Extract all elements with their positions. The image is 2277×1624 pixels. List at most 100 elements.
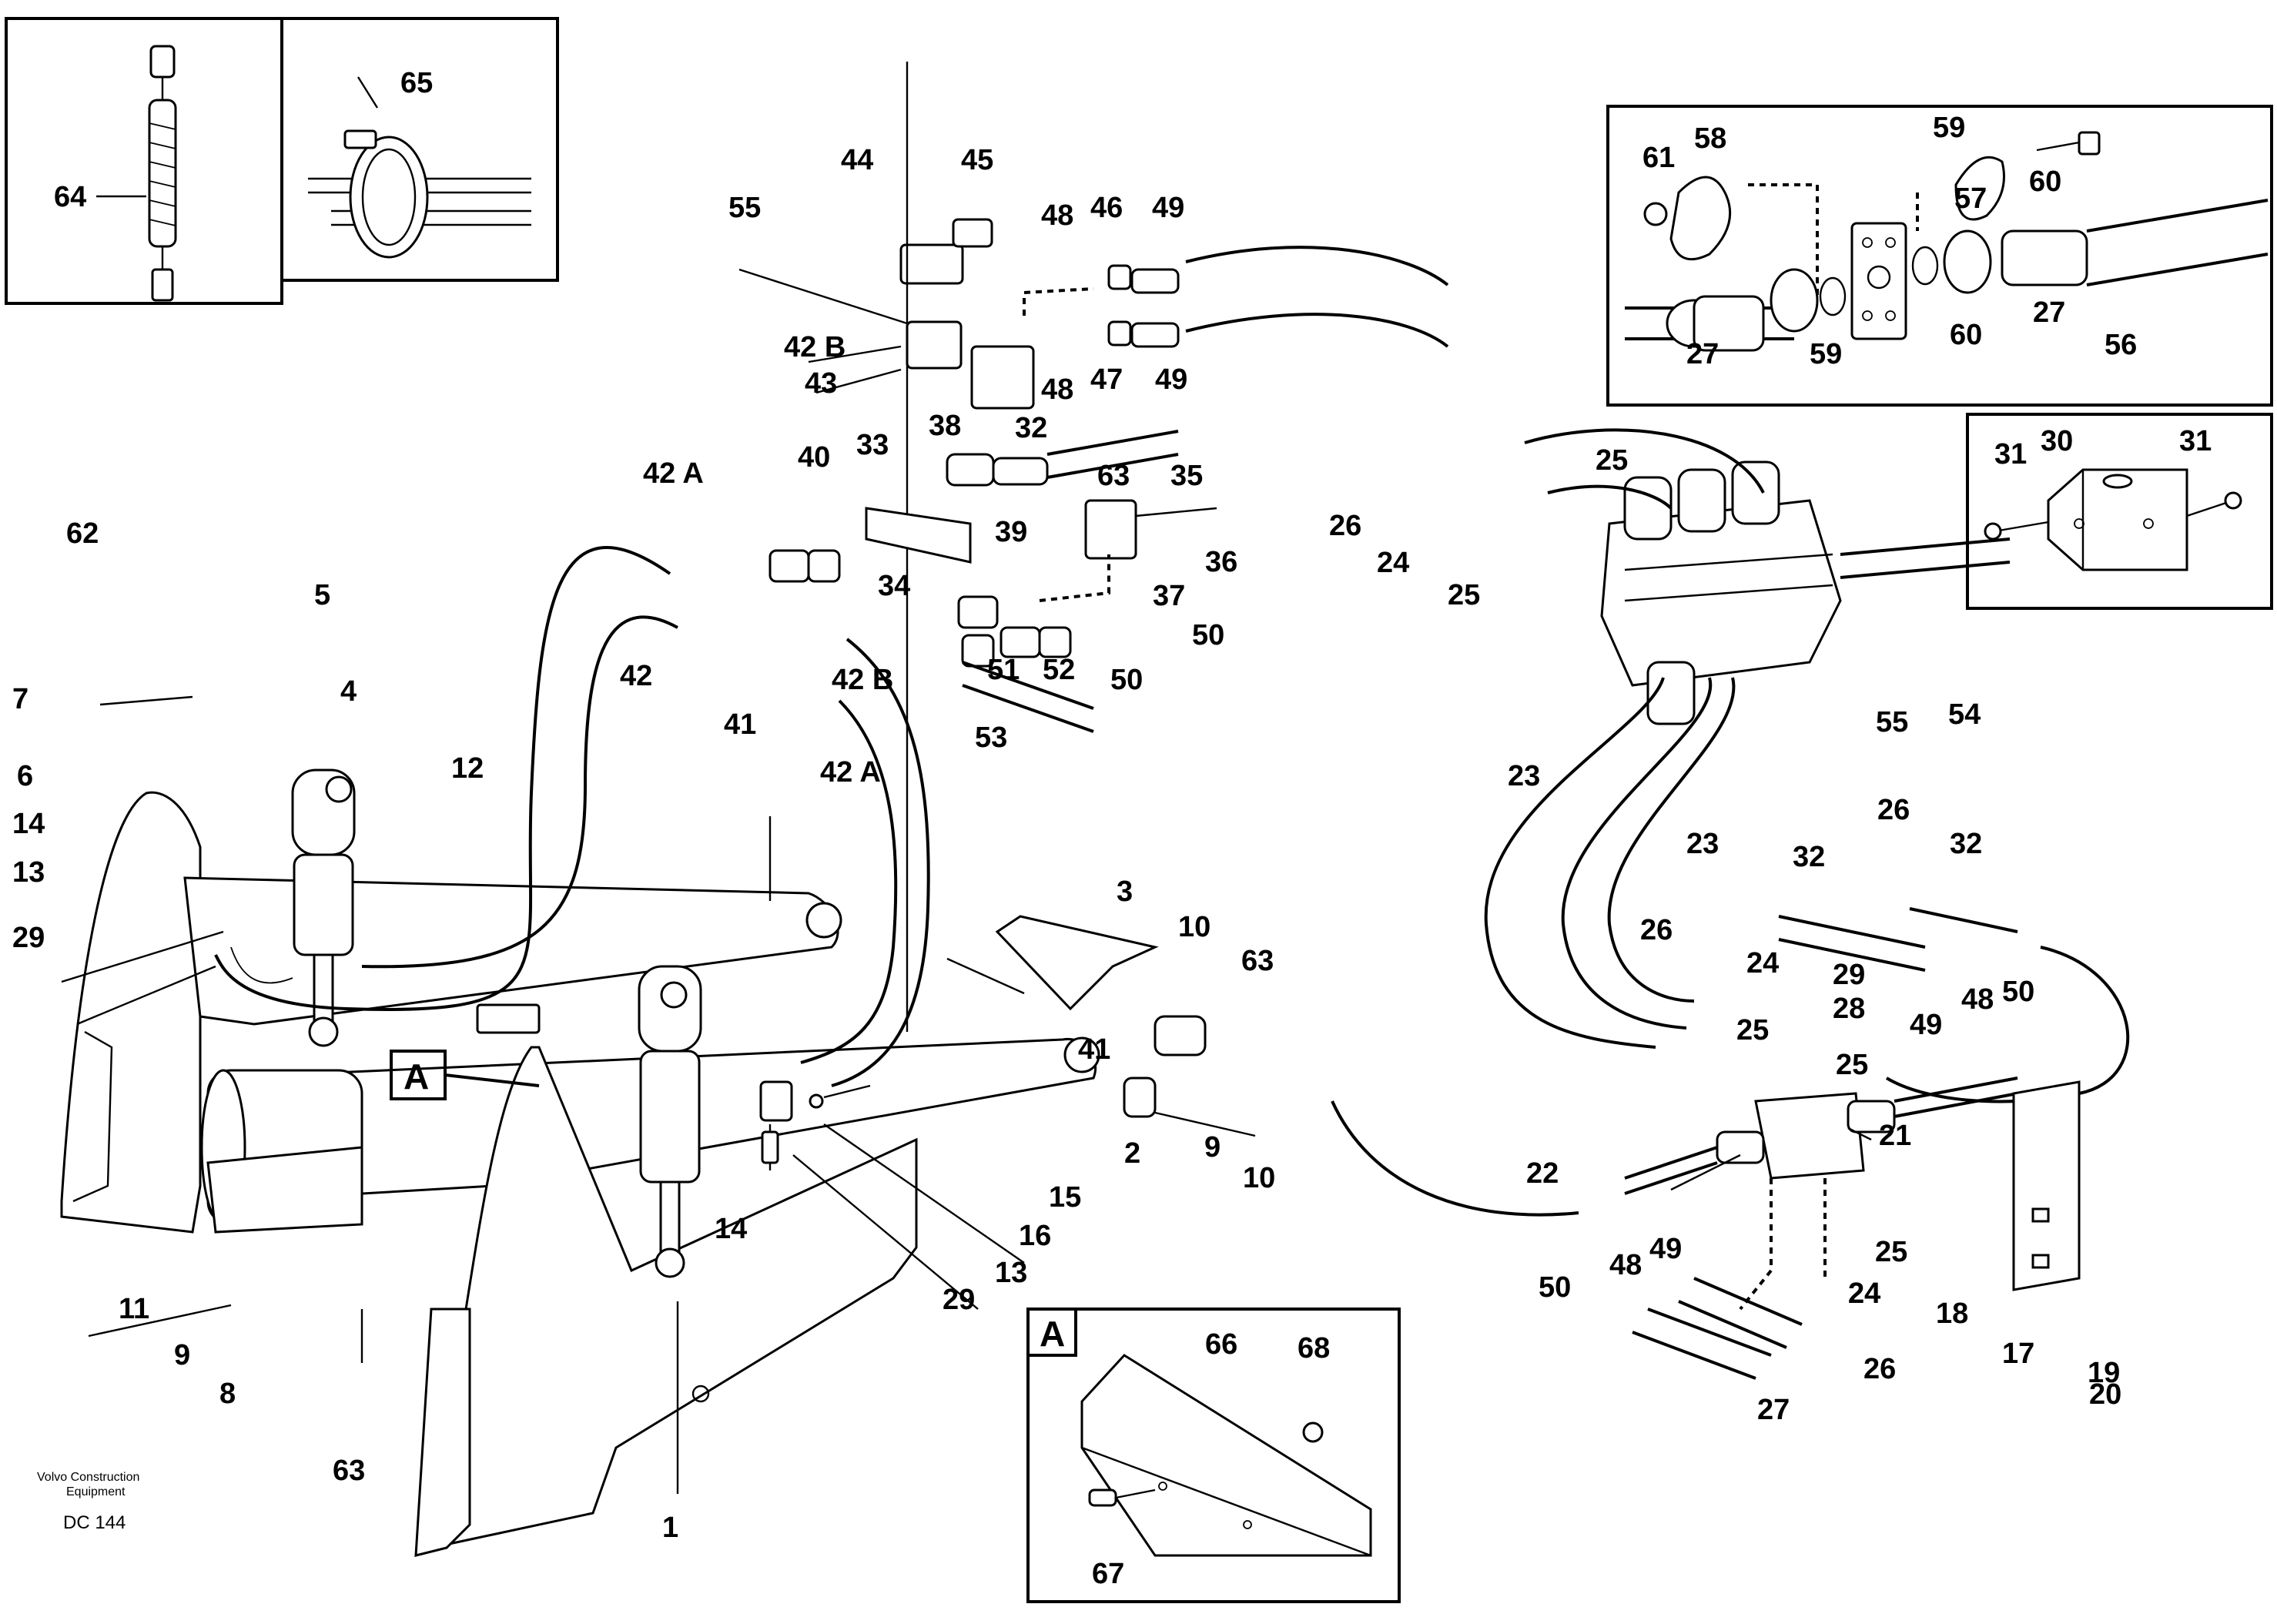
callout-label: 20 [2089, 1378, 2121, 1411]
callout-label: 17 [2002, 1338, 2034, 1370]
valve-manifold-top [738, 62, 1449, 1032]
callout-label: 1 [662, 1512, 678, 1544]
callout-label: 29 [12, 922, 45, 954]
callout-label: 41 [724, 708, 756, 741]
callout-label: 25 [1596, 444, 1628, 477]
callout-label: 25 [1736, 1014, 1769, 1046]
callout-label: 55 [1876, 706, 1908, 738]
callout-label: 39 [995, 516, 1027, 548]
hose-clamp-part [308, 129, 531, 259]
callout-label: 43 [805, 367, 837, 400]
callout-label: 56 [2105, 329, 2137, 361]
callout-label: 16 [1019, 1220, 1051, 1252]
callout-label: 7 [12, 683, 28, 715]
callout-label: 28 [1833, 993, 1865, 1025]
callout-label: 32 [1015, 412, 1047, 444]
callout-label: 50 [1110, 664, 1143, 696]
callout-label: 25 [1448, 579, 1480, 611]
hose-fitting-part [148, 45, 177, 302]
callout-label: 48 [1961, 983, 1994, 1016]
callout-label: 54 [1948, 698, 1981, 731]
loader-frame [60, 791, 1100, 1557]
callout-label: 49 [1910, 1009, 1942, 1041]
callout-label: 31 [2179, 425, 2212, 457]
callout-label: 8 [219, 1378, 236, 1410]
callout-label: 59 [1933, 112, 1965, 144]
callout-label: 50 [1192, 619, 1224, 651]
callout-label: 50 [2002, 976, 2034, 1008]
callout-label: 2 [1124, 1137, 1140, 1170]
callout-label: 42 A [643, 457, 704, 490]
callout-label: 53 [975, 722, 1007, 754]
callout-label: 58 [1694, 122, 1726, 155]
callout-label: 68 [1298, 1332, 1330, 1364]
callout-label: 26 [1329, 510, 1361, 542]
callout-label: 19 [2088, 1357, 2120, 1389]
callout-label: 47 [1090, 363, 1123, 396]
callout-label: 4 [340, 675, 357, 708]
brand-line-1: Volvo Construction [37, 1471, 139, 1484]
callout-label: 67 [1092, 1558, 1124, 1590]
callout-label: 29 [943, 1284, 975, 1316]
diagram-code: DC 144 [63, 1512, 126, 1533]
lift-cylinder-right [638, 965, 702, 1278]
callout-label: 65 [400, 67, 433, 99]
callout-label: 60 [1950, 319, 1982, 351]
callout-label: 44 [841, 144, 873, 176]
callout-label: 25 [1875, 1236, 1907, 1268]
callout-label: 6 [17, 760, 33, 792]
callout-label: 12 [451, 752, 484, 785]
callout-label: 49 [1649, 1233, 1682, 1265]
callout-label: 41 [1078, 1033, 1110, 1066]
callout-label: 9 [1204, 1131, 1221, 1164]
callout-label: 34 [878, 570, 910, 602]
callout-label: 36 [1205, 546, 1237, 578]
callout-label: 23 [1686, 828, 1719, 860]
callout-label: 63 [333, 1455, 365, 1487]
callout-label: 32 [1793, 841, 1825, 873]
callout-label: 49 [1155, 363, 1187, 396]
callout-label: 24 [1377, 547, 1409, 579]
brand-line-2: Equipment [66, 1485, 126, 1498]
callout-label: 46 [1090, 192, 1123, 224]
callout-label: 30 [2041, 425, 2073, 457]
callout-label: 21 [1879, 1120, 1911, 1152]
callout-label: 10 [1178, 911, 1210, 943]
callout-label: 11 [119, 1293, 149, 1325]
callout-label: 48 [1609, 1249, 1642, 1281]
callout-label: 26 [1863, 1353, 1896, 1385]
callout-label: 35 [1170, 460, 1203, 492]
callout-label: 38 [929, 410, 961, 442]
callout-label: 26 [1640, 914, 1673, 946]
callout-label: 33 [856, 429, 889, 461]
callout-label: 13 [12, 856, 45, 889]
callout-label: 32 [1950, 828, 1982, 860]
callout-label: 48 [1041, 373, 1073, 406]
callout-label: 13 [995, 1257, 1027, 1289]
inset-detail-a: A [1026, 1308, 1401, 1603]
callout-label: 26 [1877, 794, 1910, 826]
callout-labels: 1 2 3 4 5 6 7 8 9 9 10 10 11 12 13 13 14… [12, 67, 2212, 1590]
callout-label: 66 [1205, 1328, 1237, 1361]
bracket-parts-middle [759, 915, 1207, 1170]
callout-label: 49 [1152, 192, 1184, 224]
callout-label: 27 [1686, 338, 1719, 370]
callout-label: 10 [1243, 1162, 1275, 1194]
callout-label: 24 [1746, 947, 1779, 979]
callout-label: 42 [620, 660, 652, 692]
callout-label: 3 [1117, 876, 1133, 908]
callout-label: 51 [987, 654, 1020, 686]
callout-label: 18 [1936, 1298, 1968, 1330]
callout-label: 14 [715, 1213, 747, 1245]
callout-label: 25 [1836, 1049, 1868, 1081]
inset-valve-block [1966, 413, 2273, 610]
callout-label: 64 [54, 181, 86, 213]
callout-label: 48 [1041, 199, 1073, 232]
callout-label: 24 [1848, 1277, 1880, 1310]
callout-label: 62 [66, 517, 99, 550]
callout-label: 23 [1508, 760, 1540, 792]
detail-a-letter: A [1040, 1314, 1065, 1354]
section-a-marker: A [390, 1050, 540, 1100]
